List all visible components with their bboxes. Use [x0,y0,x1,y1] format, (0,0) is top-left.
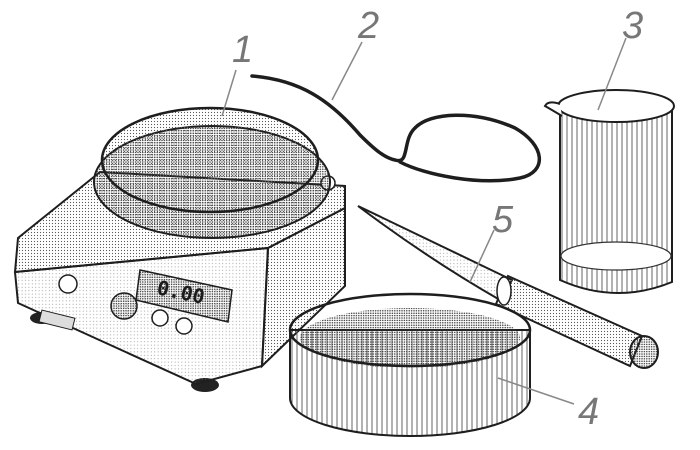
label-5: 5 [492,199,514,241]
scale-pan [100,106,320,214]
scale-button [175,317,193,335]
label-2: 2 [357,5,379,47]
knife-handle-collar [496,276,512,306]
leader-line-4 [497,377,575,405]
knife [357,205,659,369]
electronic-scale: 0.00 [13,106,346,392]
wire-strand [250,74,541,183]
ring [288,292,532,437]
ring-rim [288,292,532,368]
label-4: 4 [578,391,599,433]
leader-line-3 [597,37,627,111]
scale-display-panel [135,269,233,323]
scale-button [58,274,78,294]
scale-button [151,309,169,327]
label-1: 1 [232,29,253,71]
knife-blade [357,205,514,302]
scale-model-plate [38,309,76,331]
label-3: 3 [622,5,643,47]
leader-line-5 [469,229,495,283]
leader-line-1 [221,69,237,117]
scale-button [110,292,138,320]
knife-handle-end [629,335,659,369]
beaker [543,89,675,294]
beaker-spout [543,101,563,117]
ring-inner-shadow [300,308,520,368]
beaker-rim [557,89,675,123]
wire [250,74,541,183]
beaker-liquid [560,241,672,271]
callouts: 1 2 3 4 5 [221,5,643,433]
leader-line-2 [331,41,363,101]
